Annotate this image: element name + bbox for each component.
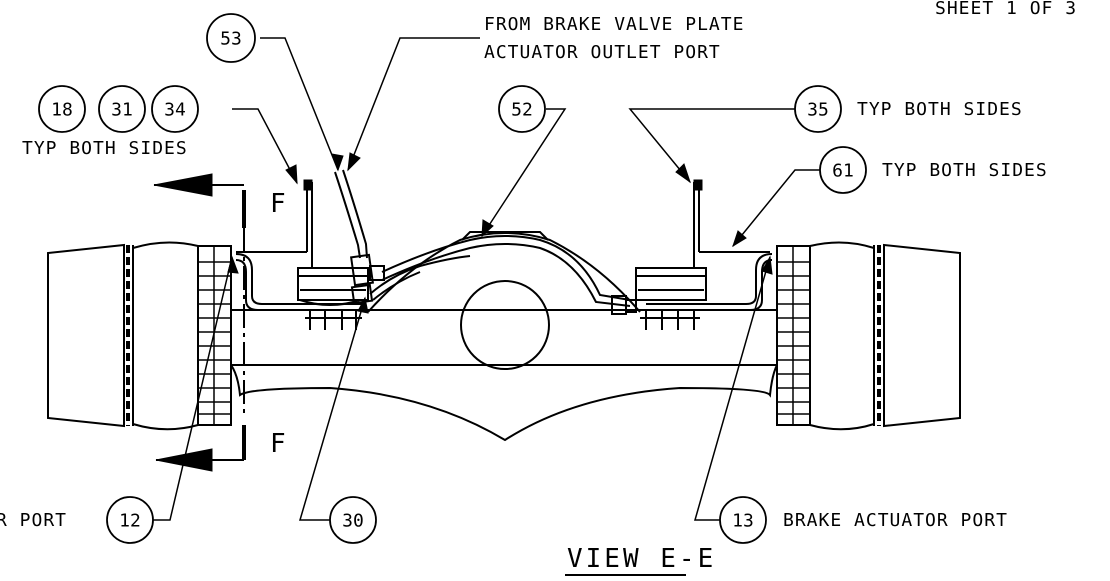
callout-52: 52 — [498, 85, 546, 133]
callout-61: 61 — [819, 146, 867, 194]
svg-text:35: 35 — [807, 100, 829, 121]
callout-30: 30 — [329, 496, 377, 544]
view-title: VIEW E-E — [567, 544, 716, 574]
svg-text:13: 13 — [732, 511, 754, 532]
sheet-label: SHEET 1 OF 3 — [935, 0, 1077, 19]
note-35: TYP BOTH SIDES — [857, 99, 1023, 120]
brake-lines — [235, 169, 773, 315]
callout-18: 18 — [38, 85, 86, 133]
callout-12: 12 — [106, 496, 154, 544]
svg-text:53: 53 — [220, 29, 242, 50]
svg-text:34: 34 — [164, 100, 186, 121]
left-wheel — [47, 241, 232, 431]
svg-text:61: 61 — [832, 161, 854, 182]
leader-lines — [150, 37, 820, 521]
svg-text:18: 18 — [51, 100, 73, 121]
right-bracket — [693, 179, 770, 268]
svg-text:52: 52 — [511, 100, 533, 121]
right-wheel — [776, 241, 961, 431]
note-brake-valve-line1: FROM BRAKE VALVE PLATE — [484, 14, 744, 35]
note-13: BRAKE ACTUATOR PORT — [783, 510, 1008, 531]
differential-circle — [460, 280, 550, 370]
right-brake-actuator — [635, 267, 707, 330]
left-bracket — [236, 179, 313, 268]
note-brake-valve-line2: ACTUATOR OUTLET PORT — [484, 42, 721, 63]
callout-31: 31 — [98, 85, 146, 133]
section-letter-top: F — [270, 189, 287, 219]
callout-13: 13 — [719, 496, 767, 544]
left-brake-actuator — [297, 267, 369, 330]
svg-text:31: 31 — [111, 100, 133, 121]
svg-text:12: 12 — [119, 511, 141, 532]
section-letter-bottom: F — [270, 429, 287, 459]
note-12-partial: R PORT — [0, 510, 67, 531]
callout-53: 53 — [206, 13, 256, 63]
note-61: TYP BOTH SIDES — [882, 160, 1048, 181]
callout-34: 34 — [151, 85, 199, 133]
callout-35: 35 — [794, 85, 842, 133]
note-left-typ: TYP BOTH SIDES — [22, 138, 188, 159]
svg-text:30: 30 — [342, 511, 364, 532]
